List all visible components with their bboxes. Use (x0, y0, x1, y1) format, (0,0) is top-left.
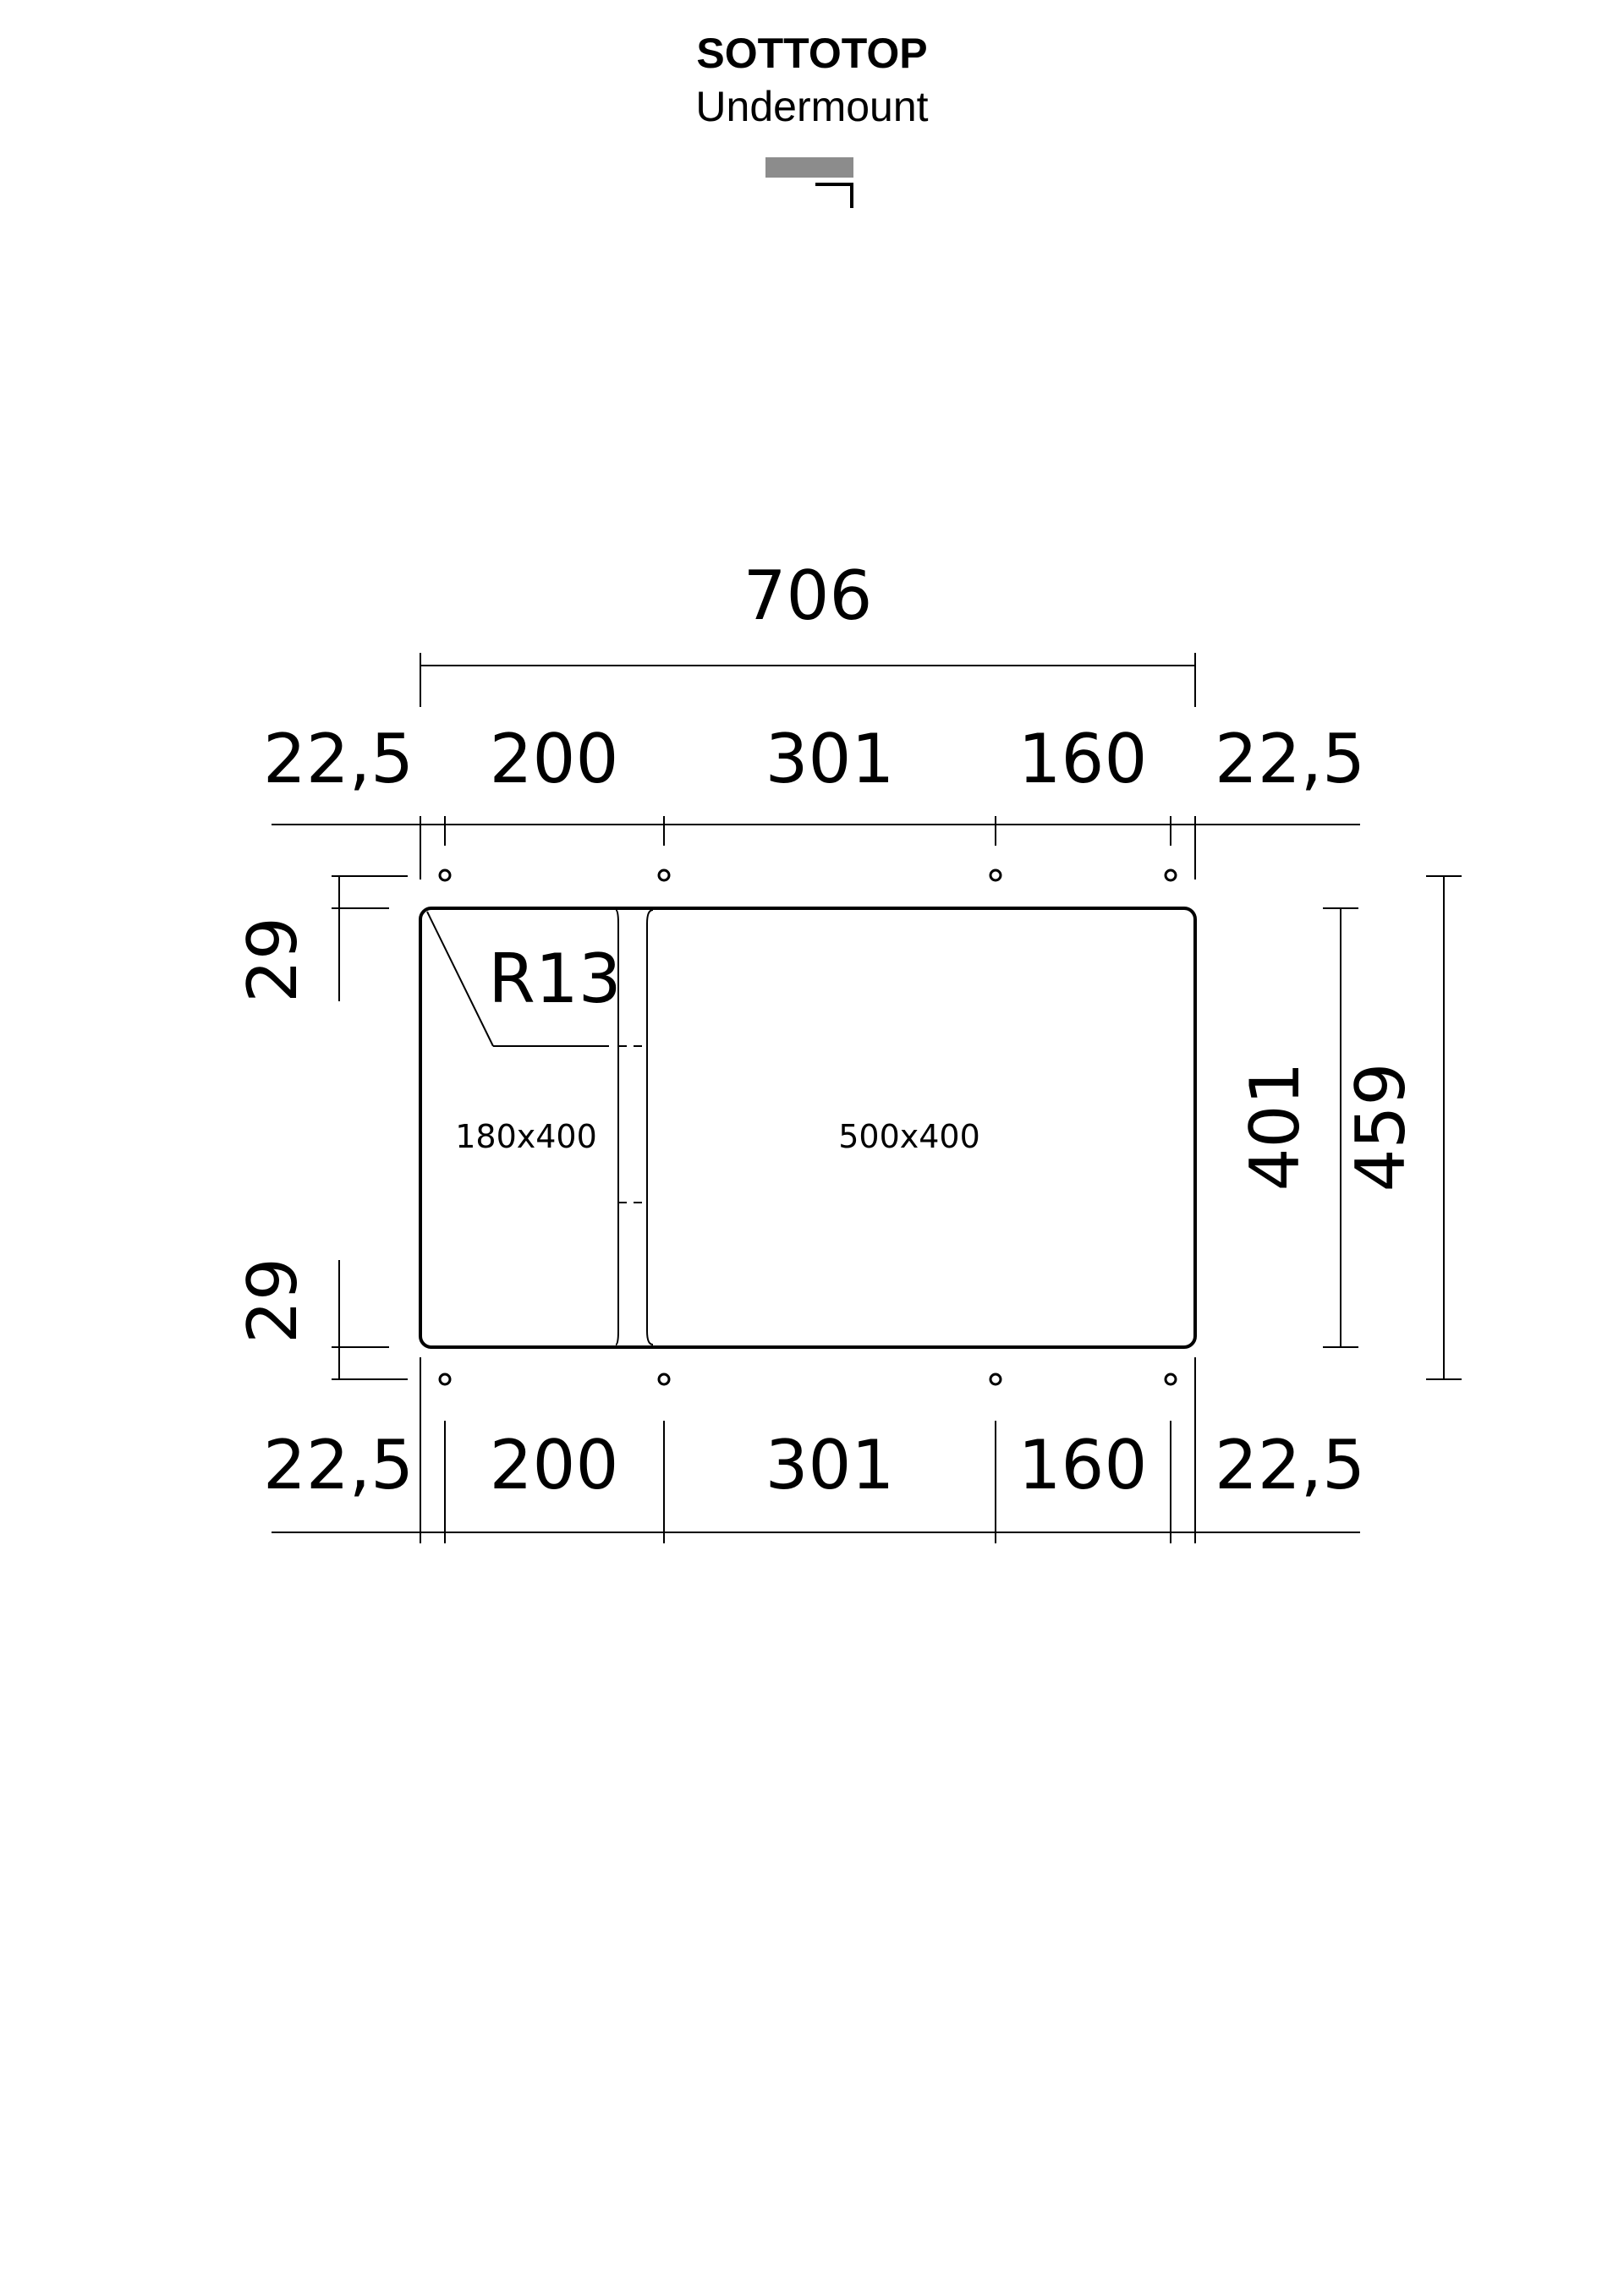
mounting-hole (989, 869, 1002, 882)
mounting-hole (1164, 1373, 1177, 1386)
bottom-segment-dimensions: 22,5 200 301 160 22,5 (263, 1357, 1365, 1543)
height-dimensions: 401 459 (1236, 875, 1462, 1380)
small-bowl-label: 180x400 (455, 1118, 597, 1155)
mounting-hole (1164, 869, 1177, 882)
bottom-segment-5: 22,5 (1215, 1426, 1365, 1504)
left-bottom-offset-label: 29 (233, 1258, 312, 1344)
overall-width-dimension: 706 (420, 556, 1196, 707)
top-segment-dimensions: 22,5 200 301 160 22,5 (263, 720, 1365, 879)
bottom-segment-1: 22,5 (263, 1426, 414, 1504)
top-segment-3: 301 (765, 720, 895, 798)
mounting-hole (657, 869, 671, 882)
mounting-hole (438, 869, 452, 882)
mounting-hole (989, 1373, 1002, 1386)
corner-radius-label: R13 (488, 940, 621, 1018)
mounting-hole (657, 1373, 671, 1386)
bottom-segment-4: 160 (1018, 1426, 1148, 1504)
bottom-segment-2: 200 (490, 1426, 619, 1504)
bottom-segment-3: 301 (765, 1426, 895, 1504)
top-segment-1: 22,5 (263, 720, 414, 798)
top-segment-2: 200 (490, 720, 619, 798)
left-offset-dimensions: 29 29 (233, 875, 408, 1380)
mounting-holes (438, 869, 1177, 1386)
large-bowl-label: 500x400 (838, 1118, 980, 1155)
overall-width-label: 706 (743, 556, 873, 635)
top-segment-5: 22,5 (1215, 720, 1365, 798)
mounting-hole (438, 1373, 452, 1386)
subtitle: Undermount (695, 83, 928, 130)
title: SOTTOTOP (696, 30, 927, 77)
undermount-profile-icon (765, 157, 853, 208)
left-top-offset-label: 29 (233, 917, 312, 1003)
sink-outline: R13 180x400 500x400 (419, 907, 1197, 1349)
inner-height-label: 401 (1236, 1062, 1314, 1192)
outer-height-label: 459 (1341, 1063, 1420, 1192)
top-segment-4: 160 (1018, 720, 1148, 798)
